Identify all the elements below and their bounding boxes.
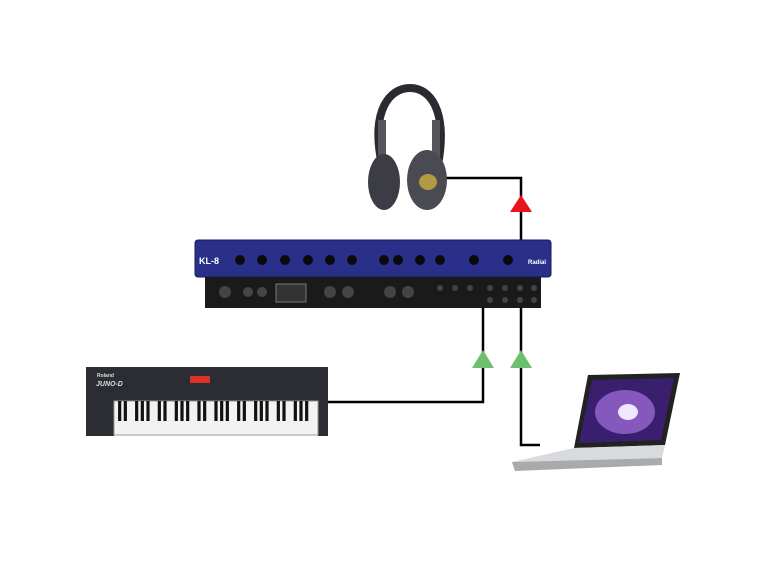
black-key (174, 401, 178, 421)
black-key (146, 401, 150, 421)
cables (326, 176, 540, 447)
keyboard-juno-d: Roland JUNO-D (86, 367, 328, 436)
black-key (225, 401, 229, 421)
black-key (118, 401, 122, 421)
headphone-cable (438, 176, 523, 244)
black-key (237, 401, 241, 421)
black-key (265, 401, 269, 421)
black-key (214, 401, 218, 421)
input-arrow-keyboard (472, 350, 494, 368)
input-arrow-laptop (510, 350, 532, 368)
black-key (140, 401, 144, 421)
black-key (135, 401, 139, 421)
black-key (163, 401, 167, 421)
laptop-cable (519, 306, 540, 447)
black-key (157, 401, 161, 421)
keyboard-brand-label: Roland (97, 373, 114, 379)
black-key (293, 401, 297, 421)
black-key (299, 401, 303, 421)
keyboard-cable (326, 306, 485, 404)
black-key (186, 401, 190, 421)
black-key (276, 401, 280, 421)
headphones (368, 83, 447, 210)
mixer-knobs (235, 255, 513, 265)
mixer-brand-label: Radial (528, 260, 546, 266)
black-key (197, 401, 201, 421)
black-key (259, 401, 263, 421)
mixer-jacks (219, 283, 537, 303)
black-key (254, 401, 258, 421)
black-key (220, 401, 224, 421)
keyboard-display (190, 376, 210, 383)
output-arrow-headphones (510, 195, 532, 212)
black-key (305, 401, 309, 421)
laptop (512, 373, 680, 471)
black-key (282, 401, 286, 421)
black-key (242, 401, 246, 421)
black-key (203, 401, 207, 421)
black-key (180, 401, 184, 421)
keyboard-model-label: JUNO-D (96, 381, 123, 388)
mixer-model-label: KL-8 (199, 256, 219, 266)
mixer-kl8: KL-8 Radial (194, 239, 552, 308)
black-key (123, 401, 127, 421)
